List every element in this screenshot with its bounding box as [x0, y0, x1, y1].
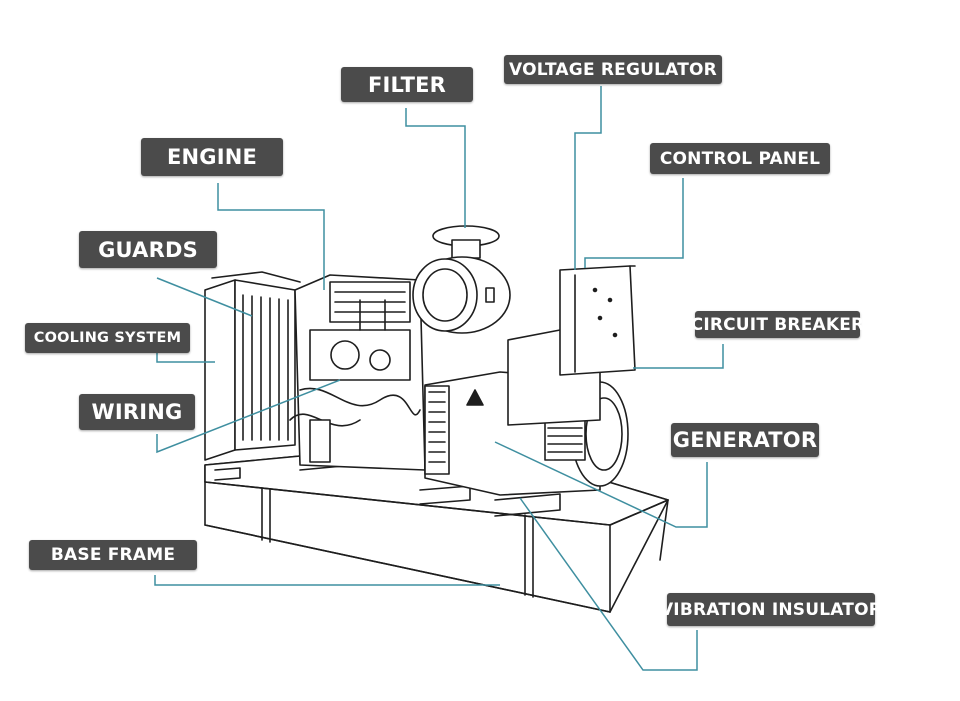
radiator-drawing: [204, 271, 301, 461]
base-frame-label: BASE FRAME: [29, 540, 197, 570]
control-panel-drawing: [507, 265, 636, 426]
filter-label: FILTER: [341, 67, 473, 102]
wiring-label: WIRING: [79, 394, 195, 430]
vibration-insulator-label: VIBRATION INSULATOR: [660, 593, 882, 626]
voltage-regulator-label: VOLTAGE REGULATOR: [504, 55, 722, 84]
engine-label: ENGINE: [141, 138, 283, 176]
engine-drawing: [289, 274, 426, 471]
cooling-system-label: COOLING SYSTEM: [25, 323, 190, 353]
control-panel-label: CONTROL PANEL: [650, 143, 830, 174]
generator-label: GENERATOR: [671, 423, 819, 457]
leader-lines: [154, 86, 724, 671]
circuit-breaker-label: CIRCUIT BREAKER: [691, 311, 864, 338]
air-filter-drawing: [412, 225, 511, 334]
guards-label: GUARDS: [79, 231, 217, 268]
